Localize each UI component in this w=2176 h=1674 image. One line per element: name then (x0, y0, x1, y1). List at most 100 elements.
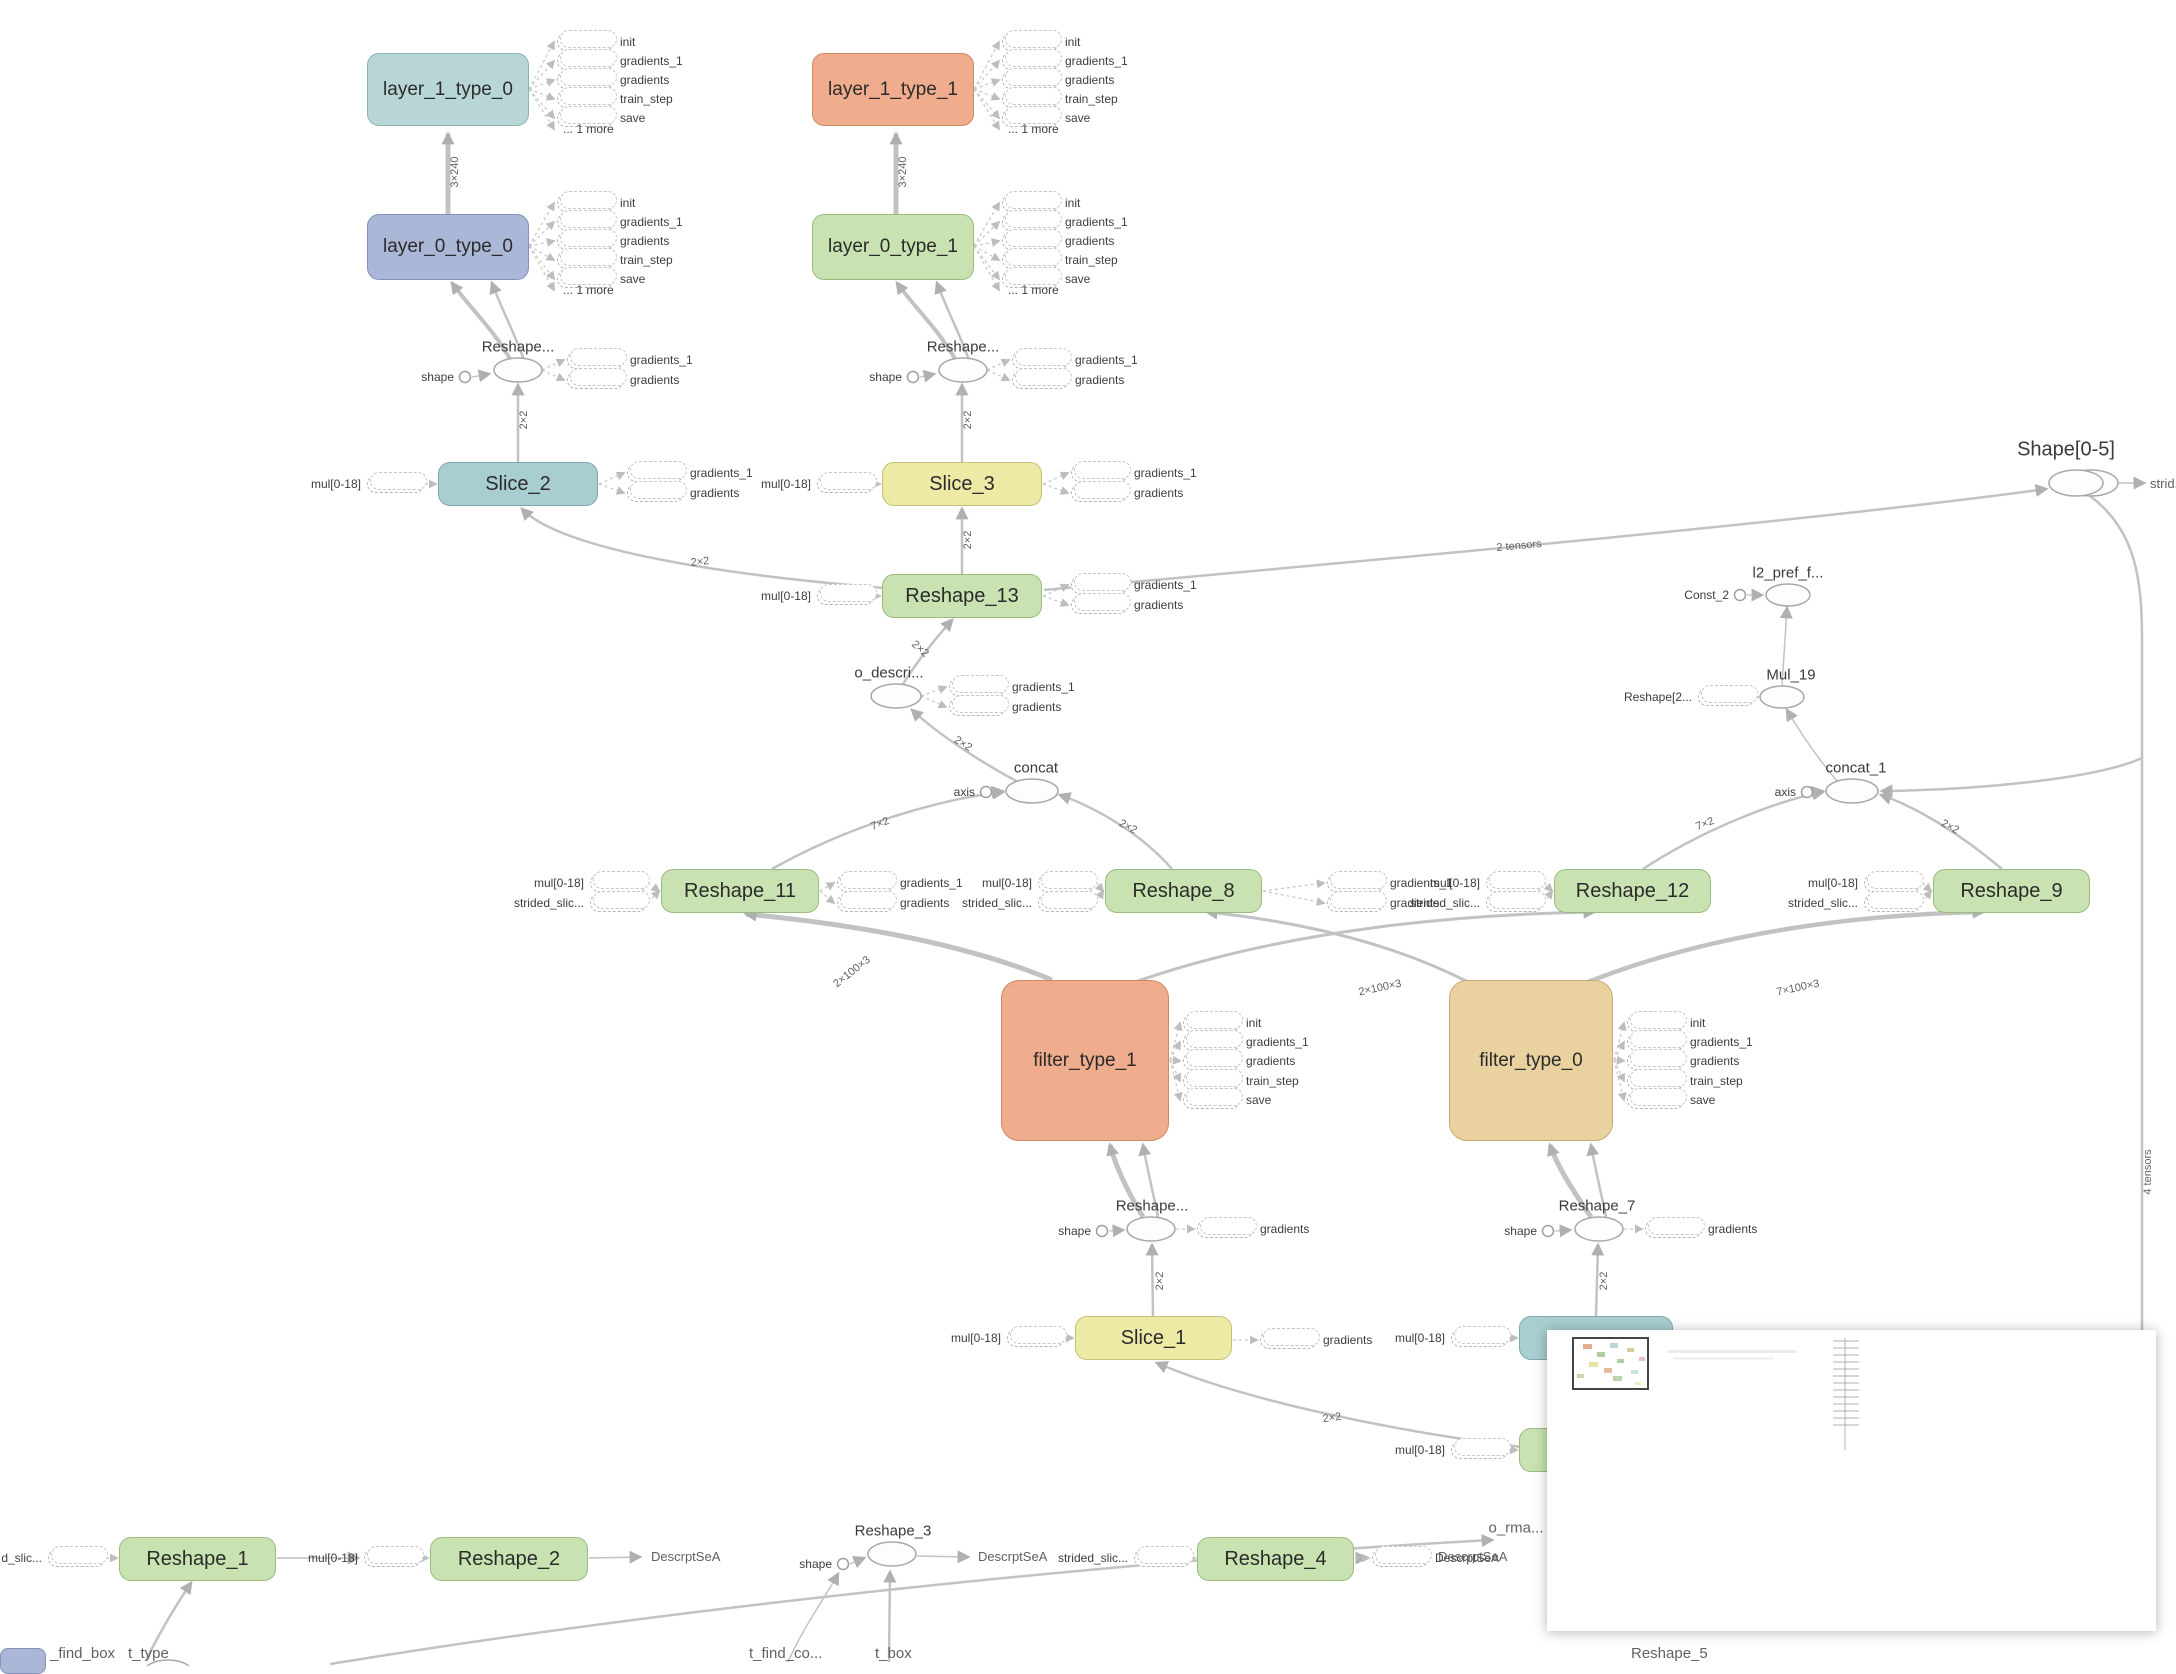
summary-node[interactable] (1007, 1326, 1067, 1347)
port-shape-icon[interactable] (836, 1557, 850, 1571)
port-shape-icon[interactable] (1095, 1224, 1109, 1238)
summary-node[interactable] (1486, 891, 1546, 912)
summary-node[interactable] (1071, 461, 1131, 482)
summary-node[interactable] (949, 675, 1009, 696)
node-layer_1_type_0[interactable]: layer_1_type_0 (367, 53, 529, 126)
summary-node[interactable] (1012, 348, 1072, 369)
op-concat[interactable] (1005, 778, 1059, 804)
summary-node[interactable] (1002, 30, 1062, 51)
node-filter_type_0[interactable]: filter_type_0 (1449, 980, 1613, 1141)
summary-node[interactable] (1645, 1217, 1705, 1238)
node-slice_1[interactable]: Slice_1 (1075, 1316, 1232, 1360)
summary-node[interactable] (837, 891, 897, 912)
op-reshape_op_a[interactable] (493, 357, 543, 383)
summary-node[interactable] (1183, 1011, 1243, 1032)
summary-node[interactable] (1327, 871, 1387, 892)
summary-node[interactable] (949, 695, 1009, 716)
node-filter_type_1[interactable]: filter_type_1 (1001, 980, 1169, 1141)
summary-node[interactable] (1071, 593, 1131, 614)
summary-node[interactable] (1627, 1088, 1687, 1109)
summary-node[interactable] (567, 368, 627, 389)
op-reshape_3[interactable] (867, 1541, 917, 1567)
summary-node[interactable] (48, 1546, 108, 1567)
summary-node[interactable] (837, 871, 897, 892)
summary-node[interactable] (1002, 229, 1062, 250)
node-reshape_12[interactable]: Reshape_12 (1554, 869, 1711, 913)
node-reshape_2[interactable]: Reshape_2 (430, 1537, 588, 1581)
summary-node[interactable] (1260, 1328, 1320, 1349)
summary-node[interactable] (627, 481, 687, 502)
summary-node[interactable] (364, 1546, 424, 1567)
port-shape-icon[interactable] (1541, 1224, 1555, 1238)
summary-node[interactable] (1071, 481, 1131, 502)
node-reshape_11[interactable]: Reshape_11 (661, 869, 819, 913)
summary-node[interactable] (367, 472, 427, 493)
summary-node[interactable] (590, 871, 650, 892)
summary-node[interactable] (1002, 87, 1062, 108)
summary-node[interactable] (1864, 871, 1924, 892)
summary-node[interactable] (1002, 248, 1062, 269)
op-concat_1[interactable] (1825, 778, 1879, 804)
summary-node[interactable] (817, 472, 877, 493)
op-mul_19[interactable] (1759, 685, 1805, 709)
port-axis-icon[interactable] (979, 785, 993, 799)
summary-node[interactable] (557, 106, 617, 127)
summary-node[interactable] (1864, 891, 1924, 912)
summary-node[interactable] (557, 87, 617, 108)
node-reshape_4[interactable]: Reshape_4 (1197, 1537, 1354, 1581)
op-l2_pref[interactable] (1765, 583, 1811, 607)
summary-node[interactable] (557, 248, 617, 269)
summary-node[interactable] (557, 229, 617, 250)
op-bottom_op[interactable] (144, 1659, 192, 1666)
summary-node[interactable] (627, 461, 687, 482)
summary-node[interactable] (1002, 191, 1062, 212)
summary-node[interactable] (590, 891, 650, 912)
summary-node[interactable] (1183, 1049, 1243, 1070)
summary-node[interactable] (1372, 1546, 1432, 1567)
minimap[interactable] (1547, 1330, 2156, 1631)
op-shape_0_5[interactable] (2048, 469, 2104, 497)
summary-node[interactable] (557, 49, 617, 70)
summary-node[interactable] (1627, 1030, 1687, 1051)
summary-node[interactable] (1002, 68, 1062, 89)
node-reshape_13[interactable]: Reshape_13 (882, 574, 1042, 618)
node-reshape_1[interactable]: Reshape_1 (119, 1537, 276, 1581)
node-reshape_8[interactable]: Reshape_8 (1105, 869, 1262, 913)
summary-node[interactable] (1698, 685, 1758, 706)
node-slice_2[interactable]: Slice_2 (438, 462, 598, 506)
node-reshape_9[interactable]: Reshape_9 (1933, 869, 2090, 913)
op-reshape_op_b[interactable] (938, 357, 988, 383)
port-shape-icon[interactable] (906, 370, 920, 384)
summary-node[interactable] (1071, 573, 1131, 594)
summary-node[interactable] (1134, 1546, 1194, 1567)
summary-node[interactable] (1327, 891, 1387, 912)
summary-node[interactable] (1002, 106, 1062, 127)
summary-node[interactable] (1451, 1326, 1511, 1347)
summary-node[interactable] (1451, 1438, 1511, 1459)
summary-node[interactable] (1183, 1088, 1243, 1109)
summary-node[interactable] (1012, 368, 1072, 389)
summary-node[interactable] (567, 348, 627, 369)
node-layer_0_type_1[interactable]: layer_0_type_1 (812, 214, 974, 280)
op-reshape_7[interactable] (1574, 1216, 1624, 1242)
summary-node[interactable] (557, 68, 617, 89)
summary-node[interactable] (557, 267, 617, 288)
summary-node[interactable] (1486, 871, 1546, 892)
summary-node[interactable] (1038, 871, 1098, 892)
port-axis-icon[interactable] (1800, 785, 1814, 799)
summary-node[interactable] (1627, 1049, 1687, 1070)
node-slice_3[interactable]: Slice_3 (882, 462, 1042, 506)
summary-node[interactable] (1002, 267, 1062, 288)
op-reshape_op_c[interactable] (1126, 1216, 1176, 1242)
node-partial_blue[interactable] (0, 1648, 46, 1674)
node-layer_0_type_0[interactable]: layer_0_type_0 (367, 214, 529, 280)
node-layer_1_type_1[interactable]: layer_1_type_1 (812, 53, 974, 126)
summary-node[interactable] (557, 191, 617, 212)
port-Const_2-icon[interactable] (1733, 588, 1747, 602)
summary-node[interactable] (817, 584, 877, 605)
summary-node[interactable] (557, 210, 617, 231)
summary-node[interactable] (1197, 1217, 1257, 1238)
op-o_descri[interactable] (870, 683, 922, 709)
port-shape-icon[interactable] (458, 370, 472, 384)
summary-node[interactable] (1038, 891, 1098, 912)
